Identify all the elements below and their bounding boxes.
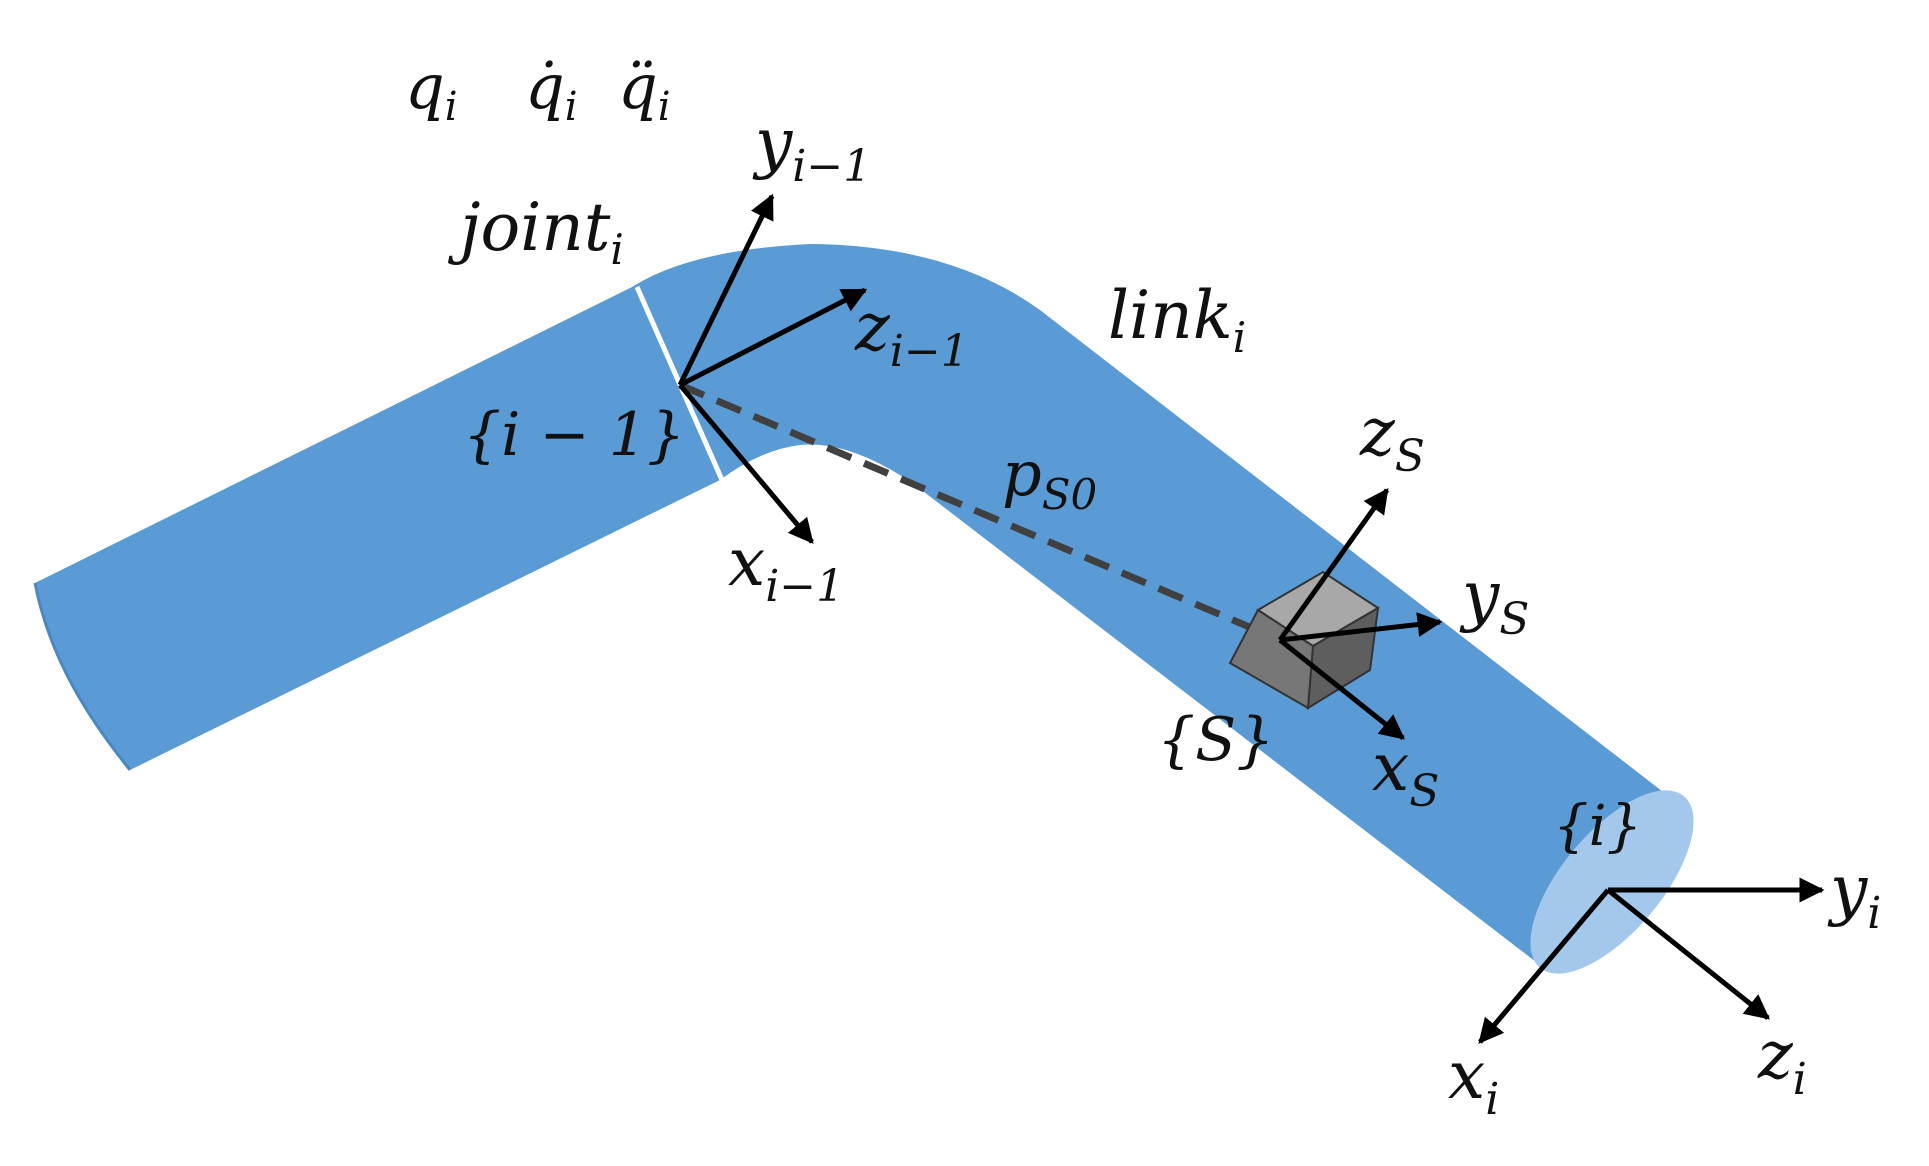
link-body <box>35 244 1680 965</box>
axis-x-end-arrow <box>1478 888 1610 1044</box>
sensor-front-face <box>1228 608 1315 710</box>
frame-prev-name: {i − 1} <box>463 400 685 470</box>
position-vector-arrow <box>678 381 1284 644</box>
link-label: linki <box>1108 277 1246 362</box>
axis-y-sensor-label: yS <box>1459 557 1529 645</box>
joint-var-q: qi <box>405 50 458 130</box>
axis-z-prev-arrow <box>678 287 868 388</box>
axis-y-sensor-arrow <box>1279 612 1443 643</box>
axis-x-prev-label: xi−1 <box>728 524 844 612</box>
frame-prev-axes <box>677 193 868 544</box>
joint-var-qdot: q̇i <box>525 50 578 130</box>
frame-end-name: {i} <box>1553 794 1642 859</box>
axis-x-sensor-arrow <box>1278 638 1405 740</box>
axis-y-end-label: yi <box>1827 851 1881 939</box>
frame-end-axes <box>1478 877 1825 1044</box>
axis-x-prev-arrow <box>678 383 814 544</box>
joint-var-qddot: q̈i <box>618 50 671 130</box>
link-left-cap <box>33 582 132 771</box>
joint-label: jointi <box>447 189 624 274</box>
axis-z-end-label: zi <box>1757 1017 1807 1105</box>
axis-z-end-arrow <box>1606 888 1770 1020</box>
axis-y-prev-arrow <box>677 193 775 387</box>
axis-z-prev-label: zi−1 <box>854 289 969 377</box>
position-vector-label: pS0 <box>1002 437 1097 519</box>
frame-sensor-axes <box>1277 487 1443 740</box>
axis-z-sensor-arrow <box>1277 487 1390 642</box>
axis-y-prev-label: yi−1 <box>752 104 871 192</box>
frame-sensor-name: {S} <box>1157 705 1274 775</box>
axis-x-sensor-label: xS <box>1372 729 1439 817</box>
link-end-face <box>1530 790 1694 974</box>
axis-z-sensor-label: zS <box>1359 394 1425 482</box>
axis-x-end-label: xi <box>1448 1037 1499 1125</box>
